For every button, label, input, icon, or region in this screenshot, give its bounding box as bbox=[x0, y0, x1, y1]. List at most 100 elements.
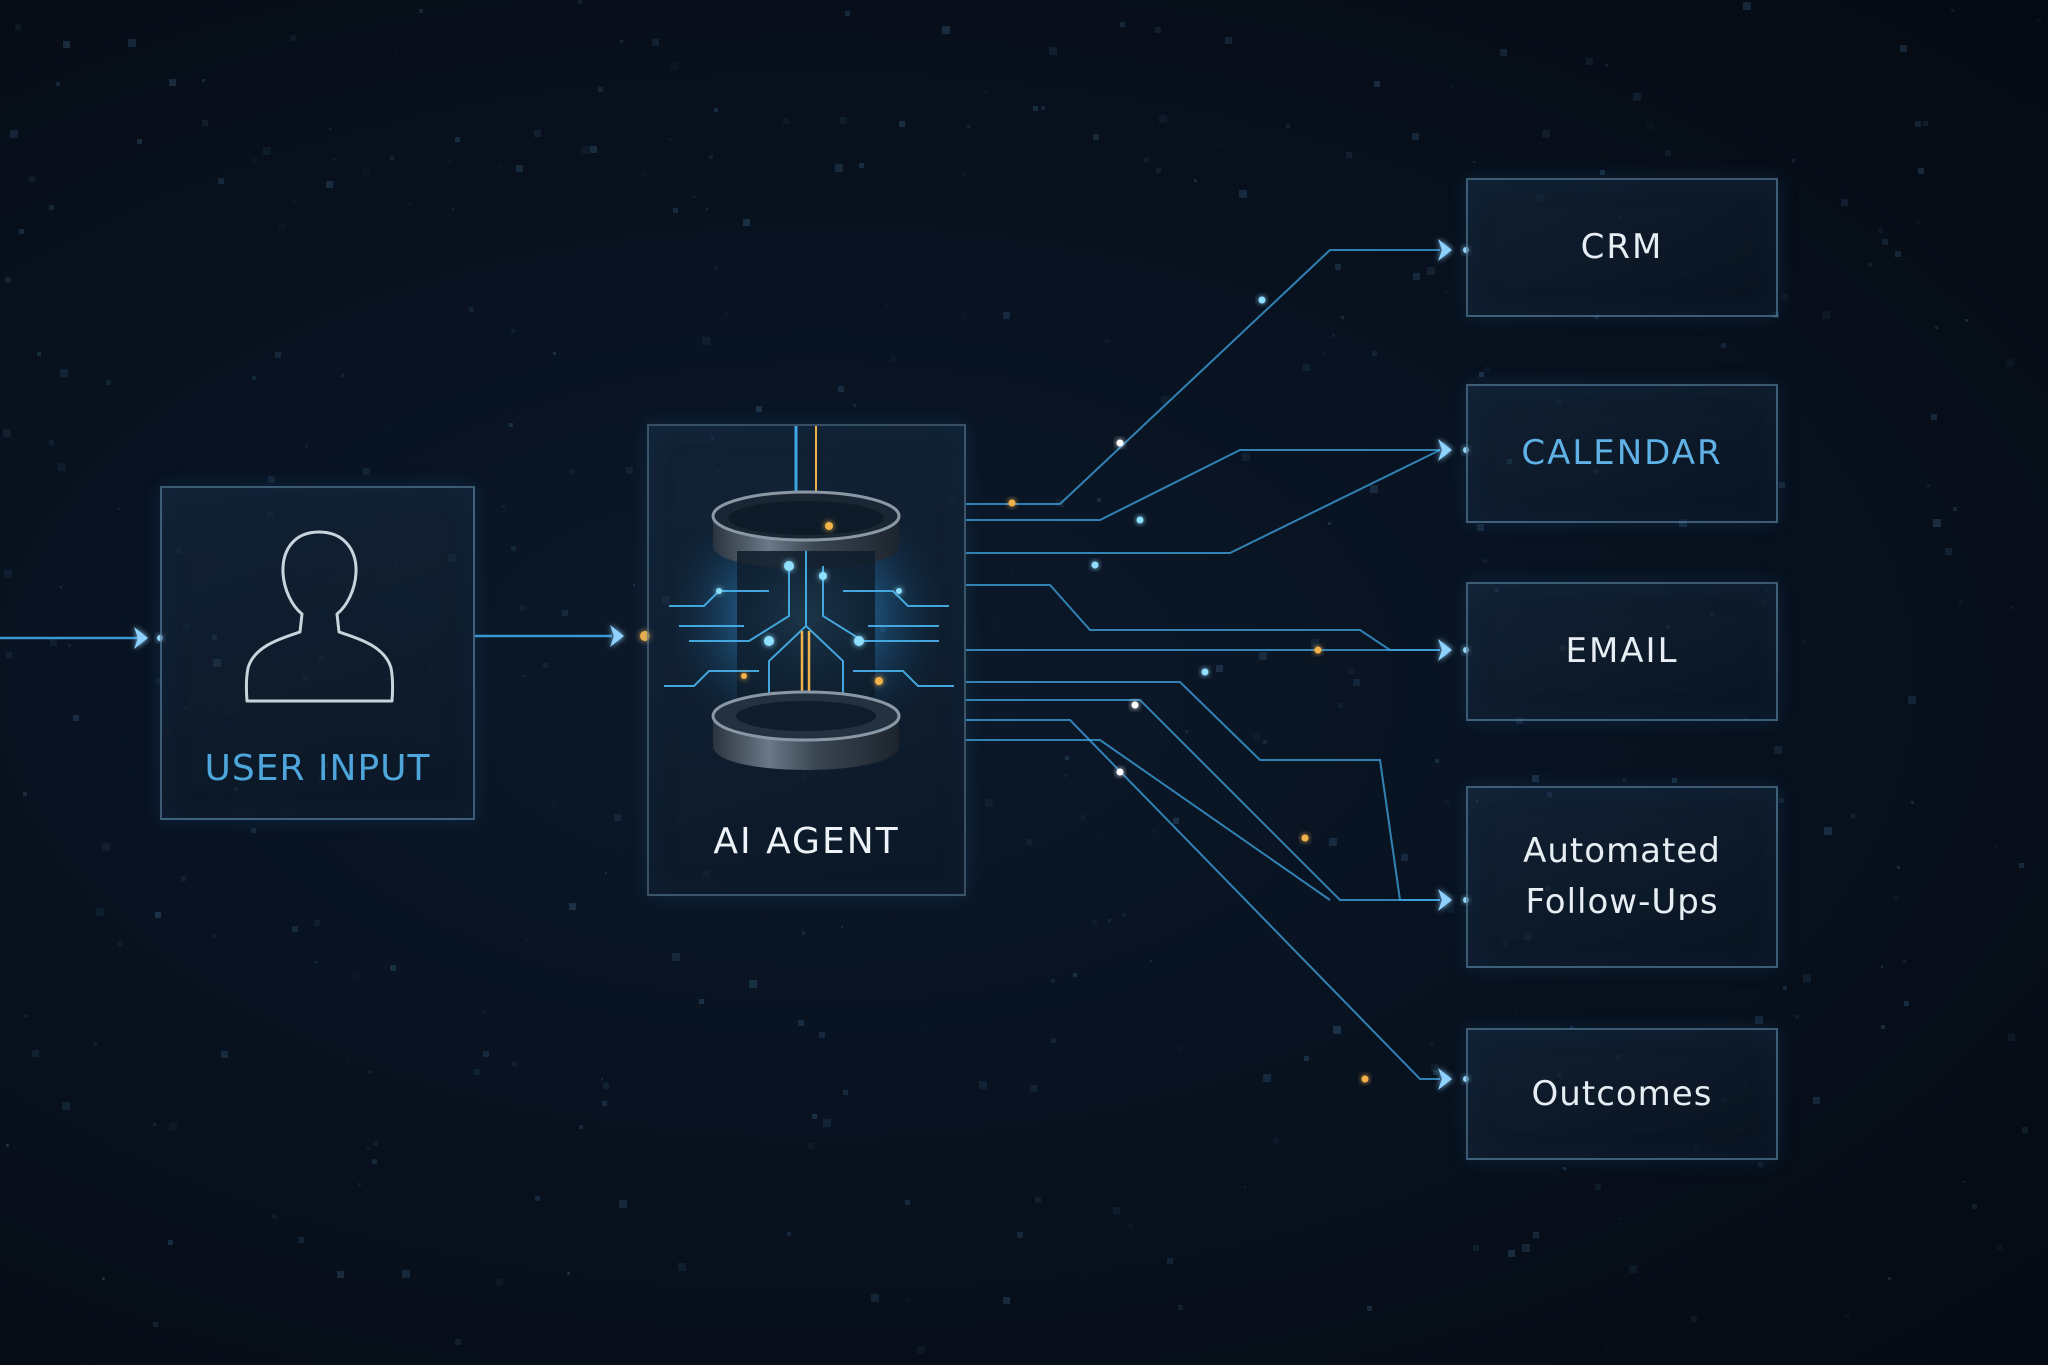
particle bbox=[602, 1101, 607, 1106]
particle bbox=[29, 176, 35, 182]
particle bbox=[633, 584, 635, 586]
particle bbox=[925, 1029, 927, 1031]
particle bbox=[1539, 142, 1542, 145]
particle bbox=[1412, 133, 1419, 140]
particle bbox=[1073, 973, 1077, 977]
particle bbox=[845, 11, 850, 16]
particle bbox=[1445, 290, 1448, 293]
particle bbox=[642, 959, 644, 961]
connector-spark bbox=[1091, 561, 1099, 569]
particle bbox=[1026, 839, 1032, 845]
particle bbox=[1413, 273, 1420, 280]
particle bbox=[543, 663, 548, 668]
particle bbox=[614, 814, 621, 821]
particle bbox=[1797, 112, 1799, 114]
particle bbox=[670, 62, 678, 70]
particle bbox=[1049, 47, 1057, 55]
particle bbox=[155, 912, 161, 918]
particle bbox=[1033, 106, 1038, 111]
particle bbox=[1253, 734, 1260, 741]
particle bbox=[1965, 319, 1968, 322]
particle bbox=[1323, 352, 1326, 355]
particle bbox=[106, 380, 111, 385]
particle bbox=[455, 1339, 461, 1345]
ai-agent-label: AI AGENT bbox=[713, 821, 900, 862]
particle bbox=[1600, 170, 1605, 175]
particle bbox=[1931, 414, 1937, 420]
particle bbox=[1051, 979, 1055, 983]
particle bbox=[2008, 1034, 2015, 1041]
particle bbox=[841, 926, 843, 928]
particle bbox=[983, 1110, 985, 1112]
particle bbox=[390, 965, 396, 971]
particle bbox=[402, 1270, 410, 1278]
particle bbox=[455, 1239, 457, 1241]
particle bbox=[985, 90, 988, 93]
particle bbox=[942, 26, 950, 34]
particle bbox=[1051, 1038, 1056, 1043]
particle bbox=[626, 467, 633, 474]
particle bbox=[1605, 64, 1608, 67]
particle bbox=[1041, 106, 1045, 110]
particle bbox=[118, 942, 122, 946]
particle bbox=[168, 1240, 173, 1245]
particle bbox=[268, 476, 275, 483]
particle bbox=[251, 828, 256, 833]
particle bbox=[890, 356, 896, 362]
particle bbox=[1122, 913, 1126, 917]
particle bbox=[579, 1125, 583, 1129]
particle bbox=[1003, 312, 1010, 319]
particle bbox=[367, 1147, 370, 1150]
particle bbox=[156, 678, 162, 684]
particle bbox=[1065, 756, 1069, 760]
arrow-right-icon bbox=[1438, 639, 1452, 661]
particle bbox=[128, 39, 136, 47]
particle bbox=[1900, 45, 1907, 52]
automated-follow-ups-node: Automated Follow-Ups bbox=[1466, 786, 1778, 968]
particle bbox=[1881, 1025, 1885, 1029]
particle bbox=[502, 505, 505, 508]
particle bbox=[1017, 1232, 1023, 1238]
particle bbox=[1845, 1313, 1850, 1318]
particle bbox=[102, 1277, 105, 1280]
agent-to-output-connector bbox=[966, 739, 1331, 901]
connector-lines bbox=[0, 239, 1469, 1090]
particle bbox=[1353, 679, 1360, 686]
particle bbox=[1263, 740, 1267, 744]
arrow-right-icon bbox=[1438, 439, 1452, 461]
particle bbox=[808, 1143, 814, 1149]
connector-spark bbox=[1008, 499, 1016, 507]
particle bbox=[1096, 832, 1098, 834]
particle bbox=[25, 1015, 27, 1017]
particle bbox=[387, 426, 389, 428]
particle bbox=[1953, 507, 1957, 511]
particle bbox=[6, 1144, 9, 1147]
particle bbox=[373, 1141, 378, 1146]
particle bbox=[1959, 601, 1962, 604]
particle bbox=[1097, 498, 1101, 502]
particle bbox=[1779, 482, 1785, 488]
particle bbox=[10, 130, 18, 138]
particle bbox=[905, 1200, 910, 1205]
particle bbox=[419, 9, 423, 13]
particle bbox=[1335, 264, 1341, 270]
particle bbox=[812, 1114, 817, 1119]
particle bbox=[292, 926, 298, 932]
particle bbox=[1758, 1162, 1763, 1167]
particle bbox=[1303, 364, 1310, 371]
particle bbox=[702, 337, 710, 345]
particle bbox=[1144, 157, 1149, 162]
particle bbox=[706, 208, 708, 210]
particle bbox=[290, 35, 296, 41]
particle bbox=[782, 1079, 784, 1081]
particle bbox=[2010, 606, 2013, 609]
particle bbox=[2022, 1127, 2028, 1133]
particle bbox=[993, 623, 995, 625]
particle bbox=[1433, 1070, 1438, 1075]
particle bbox=[1178, 1305, 1183, 1310]
particle bbox=[1911, 801, 1914, 804]
particle bbox=[1483, 559, 1487, 563]
particle bbox=[181, 876, 186, 881]
particle bbox=[1128, 1224, 1133, 1229]
particle bbox=[699, 999, 704, 1004]
